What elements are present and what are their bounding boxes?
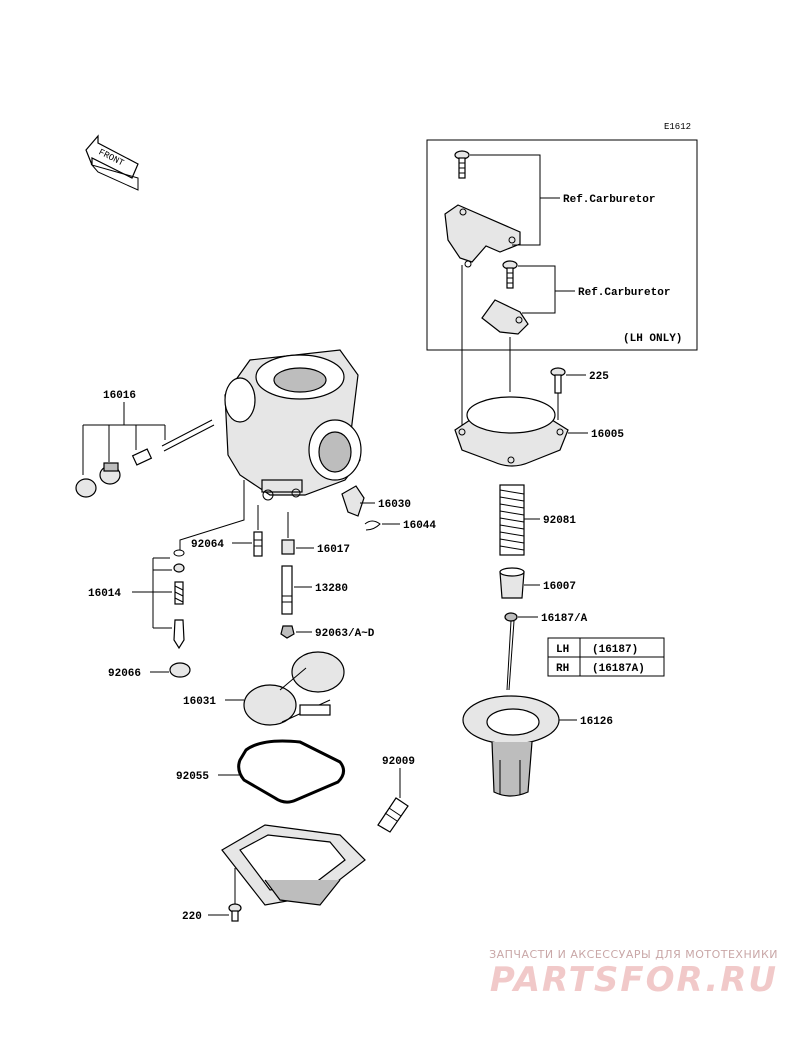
label-16016: 16016 (103, 390, 136, 402)
label-13280: 13280 (315, 583, 348, 595)
label-16187: 16187/A (541, 613, 588, 625)
label-92064: 92064 (191, 539, 224, 551)
watermark-tagline: ЗАПЧАСТИ И АКСЕССУАРЫ ДЛЯ МОТОТЕХНИКИ (489, 948, 778, 961)
jet-92064 (253, 531, 263, 557)
holder-16007 (499, 567, 525, 599)
label-16030: 16030 (378, 499, 411, 511)
variant-part-rh: (16187A) (592, 663, 645, 675)
float-bowl (221, 824, 366, 906)
bracket-2 (481, 299, 529, 335)
bracket-screw-2 (502, 260, 518, 289)
label-225: 225 (589, 371, 609, 383)
float-valve-16030 (341, 485, 365, 517)
carburetor-body (224, 349, 362, 501)
diaphragm-16126 (462, 695, 560, 797)
chamber-cover-16005 (454, 396, 569, 467)
pilot-screw-set-16016 (75, 419, 215, 498)
variant-side-rh: RH (556, 663, 569, 675)
screw-220 (228, 903, 242, 922)
drain-screw-92009 (377, 797, 409, 833)
main-jet-92063 (280, 625, 295, 639)
float-16031 (243, 651, 345, 726)
label-16044: 16044 (403, 520, 436, 532)
label-16126: 16126 (580, 716, 613, 728)
gasket-92055 (237, 739, 345, 804)
variant-table: LH (16187) RH (16187A) (547, 637, 665, 677)
lh-only-label: (LH ONLY) (623, 333, 682, 345)
label-16005: 16005 (591, 429, 624, 441)
jet-holder-16017 (281, 539, 295, 555)
screw-225 (550, 367, 566, 394)
front-arrow-icon: FRONT (85, 134, 139, 191)
label-16014: 16014 (88, 588, 121, 600)
lh-only-box (426, 139, 698, 351)
bracket-1 (444, 204, 521, 268)
watermark: ЗАПЧАСТИ И АКСЕССУАРЫ ДЛЯ МОТОТЕХНИКИ PA… (458, 948, 778, 999)
label-220: 220 (182, 911, 202, 923)
spring-92081 (499, 484, 525, 556)
label-92063: 92063/A~D (315, 628, 375, 640)
cap-92066 (169, 662, 191, 678)
label-92066: 92066 (108, 668, 141, 680)
label-16031: 16031 (183, 696, 216, 708)
bracket-screw-1 (454, 150, 470, 179)
variant-part-lh: (16187) (592, 644, 638, 656)
ref-carburetor-1: Ref.Carburetor (563, 194, 655, 206)
ref-carburetor-2: Ref.Carburetor (578, 287, 670, 299)
diagram-code: E1612 (664, 122, 691, 132)
needle-jet-13280 (281, 565, 293, 615)
clip-16044 (364, 520, 381, 531)
label-92055: 92055 (176, 771, 209, 783)
label-16017: 16017 (317, 544, 350, 556)
label-92009: 92009 (382, 756, 415, 768)
label-16007: 16007 (543, 581, 576, 593)
label-92081: 92081 (543, 515, 576, 527)
watermark-logo: PARTSFOR.RU (489, 960, 778, 1000)
air-screw-set-16014 (173, 549, 185, 650)
jet-needle-16187 (504, 612, 518, 691)
variant-side-lh: LH (556, 644, 569, 656)
